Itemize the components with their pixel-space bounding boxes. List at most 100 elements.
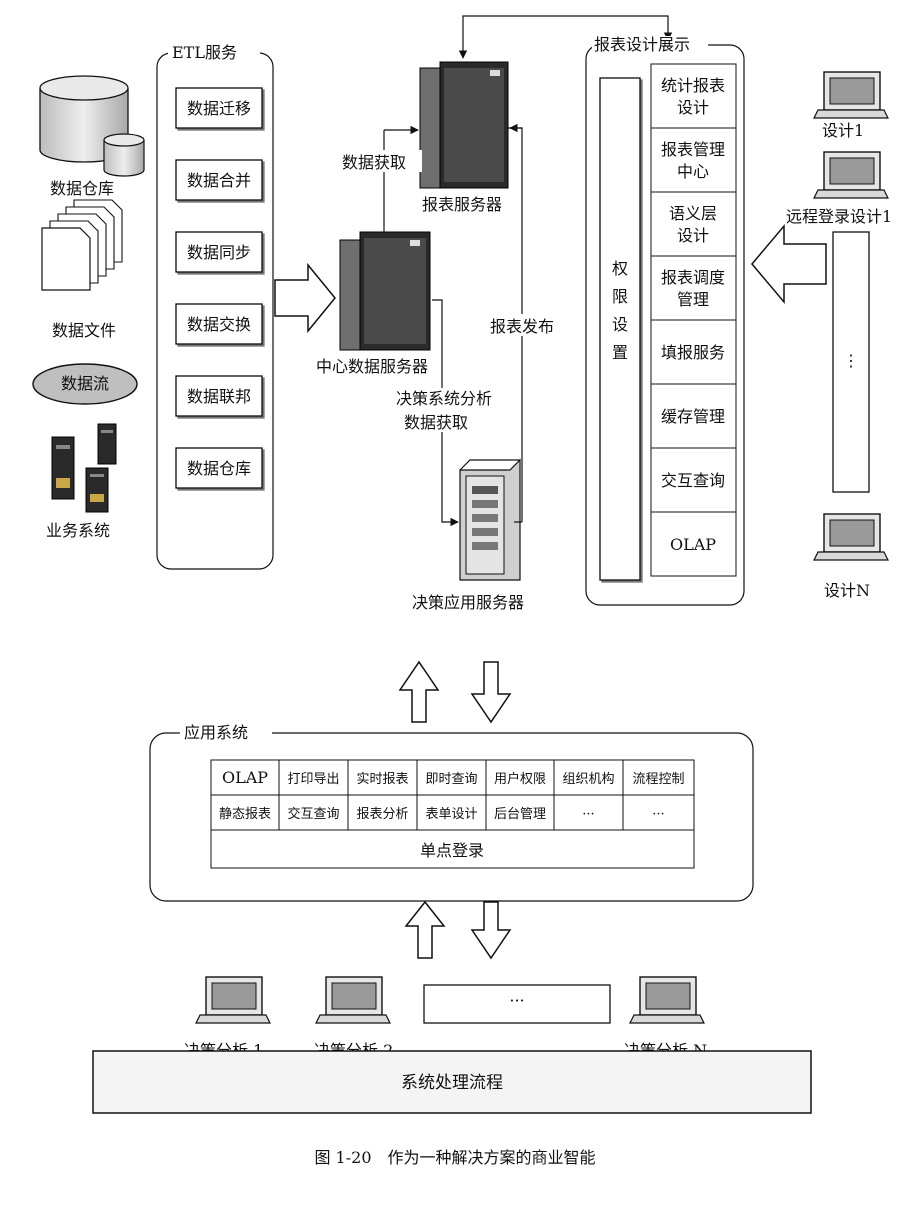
etl-to-central-arrow <box>274 262 336 334</box>
app-up-arrow <box>398 660 440 723</box>
app-module-label: 静态报表 <box>219 807 271 822</box>
fetch-label: 数据获取 <box>342 153 406 172</box>
client-n-computer-icon <box>629 976 705 1024</box>
etl-item-box <box>175 375 263 417</box>
app-module-cell <box>278 759 349 796</box>
etl-item-label: 数据同步 <box>187 243 251 262</box>
client-1-computer-icon <box>195 976 271 1024</box>
design-item-label: 缓存管理 <box>661 407 725 426</box>
design-item-label: 管理 <box>677 290 709 309</box>
etl-item-label: 数据迁移 <box>187 99 251 118</box>
app-module-label: 流程控制 <box>632 772 684 787</box>
permission-column <box>599 77 641 581</box>
app-module-cell <box>278 794 349 831</box>
business-system-servers-icon <box>51 423 117 513</box>
analysis-label-2: 数据获取 <box>404 413 468 432</box>
app-module-cell <box>416 759 487 796</box>
report-server-label: 报表服务器 <box>422 195 502 214</box>
design-item-label: 设计 <box>677 98 709 117</box>
permission-char: 置 <box>612 343 628 362</box>
design-item-label: 交互查询 <box>661 471 725 490</box>
app-module-label: 用户权限 <box>494 771 546 787</box>
app-module-label: 组织机构 <box>562 772 614 787</box>
app-module-label: 报表分析 <box>356 807 408 822</box>
designer-n-label: 设计N <box>824 581 870 600</box>
warehouse-label: 数据仓库 <box>50 179 114 198</box>
analysis-label-1: 决策系统分析 <box>396 389 492 408</box>
design-title: 报表设计展示 <box>594 35 690 54</box>
design-item-label: 填报服务 <box>661 343 725 362</box>
app-module-label: ··· <box>582 807 594 822</box>
app-module-cell <box>485 794 555 831</box>
clients-ellipsis-box <box>423 984 611 1024</box>
design-item-box <box>650 255 737 321</box>
design-item-box <box>650 127 737 193</box>
app-module-label: 即时查询 <box>425 772 477 787</box>
client-2-computer-icon <box>315 976 391 1024</box>
permission-char: 设 <box>612 315 628 334</box>
app-module-cell <box>553 794 624 831</box>
permission-char: 限 <box>612 287 628 306</box>
clients-ellipsis: ··· <box>509 991 524 1010</box>
design-item-box <box>650 63 737 129</box>
app-module-label: 交互查询 <box>287 806 339 822</box>
etl-title: ETL服务 <box>172 43 237 62</box>
app-module-label: 打印导出 <box>287 772 339 787</box>
files-label: 数据文件 <box>52 321 116 340</box>
stream-label: 数据流 <box>61 374 109 393</box>
report-server-icon <box>419 61 509 189</box>
sso-bar <box>210 829 695 869</box>
clients-down-arrow <box>470 901 512 960</box>
app-module-cell <box>622 794 695 831</box>
etl-item-box <box>175 231 263 273</box>
app-module-label: 后台管理 <box>494 807 546 822</box>
central-server-label: 中心数据服务器 <box>316 357 428 376</box>
design-item-box <box>650 319 737 385</box>
designers-ellipsis: ⋮ <box>843 351 859 370</box>
etl-item-label: 数据交换 <box>187 315 251 334</box>
decision-server-label: 决策应用服务器 <box>412 593 524 612</box>
design-item-label: 中心 <box>677 162 709 181</box>
app-module-label: OLAP <box>222 768 268 787</box>
app-module-cell <box>416 794 487 831</box>
etl-item-label: 数据联邦 <box>187 387 251 406</box>
etl-item-box <box>175 447 263 489</box>
data-files-icon <box>41 199 123 291</box>
publish-label: 报表发布 <box>490 317 554 336</box>
decision-server-icon <box>459 458 521 581</box>
etl-item-label: 数据合并 <box>187 171 251 190</box>
data-stream-ellipse <box>32 363 138 405</box>
report-design-link <box>458 15 673 59</box>
design-item-label: OLAP <box>670 535 716 554</box>
etl-item-box <box>175 87 263 129</box>
business-label: 业务系统 <box>46 521 110 540</box>
process-label: 系统处理流程 <box>401 1073 503 1093</box>
design-item-box <box>650 191 737 257</box>
design-item-label: 报表管理 <box>661 140 725 159</box>
designers-ellipsis-box <box>832 231 870 493</box>
clients-up-arrow <box>404 900 446 959</box>
etl-item-box <box>175 303 263 345</box>
app-module-label: 表单设计 <box>425 807 477 822</box>
designer-n-computer-icon <box>813 513 889 561</box>
app-down-arrow <box>470 661 512 724</box>
designer-1-computer-icon <box>813 71 889 119</box>
app-module-cell <box>553 759 624 796</box>
app-module-cell <box>622 759 695 796</box>
remote-designer-computer-icon <box>813 151 889 199</box>
design-item-label: 报表调度 <box>661 268 725 287</box>
designers-to-design-arrow <box>751 223 827 305</box>
app-title: 应用系统 <box>184 723 248 742</box>
app-module-cell <box>210 759 280 796</box>
remote-designer-label: 远程登录设计1 <box>786 207 892 226</box>
app-module-label: ··· <box>652 807 664 822</box>
design-item-label: 语义层 <box>669 204 717 223</box>
data-warehouse-icon <box>39 75 145 177</box>
app-module-label: 实时报表 <box>356 772 408 787</box>
process-bar <box>92 1050 812 1114</box>
etl-item-label: 数据仓库 <box>187 459 251 478</box>
